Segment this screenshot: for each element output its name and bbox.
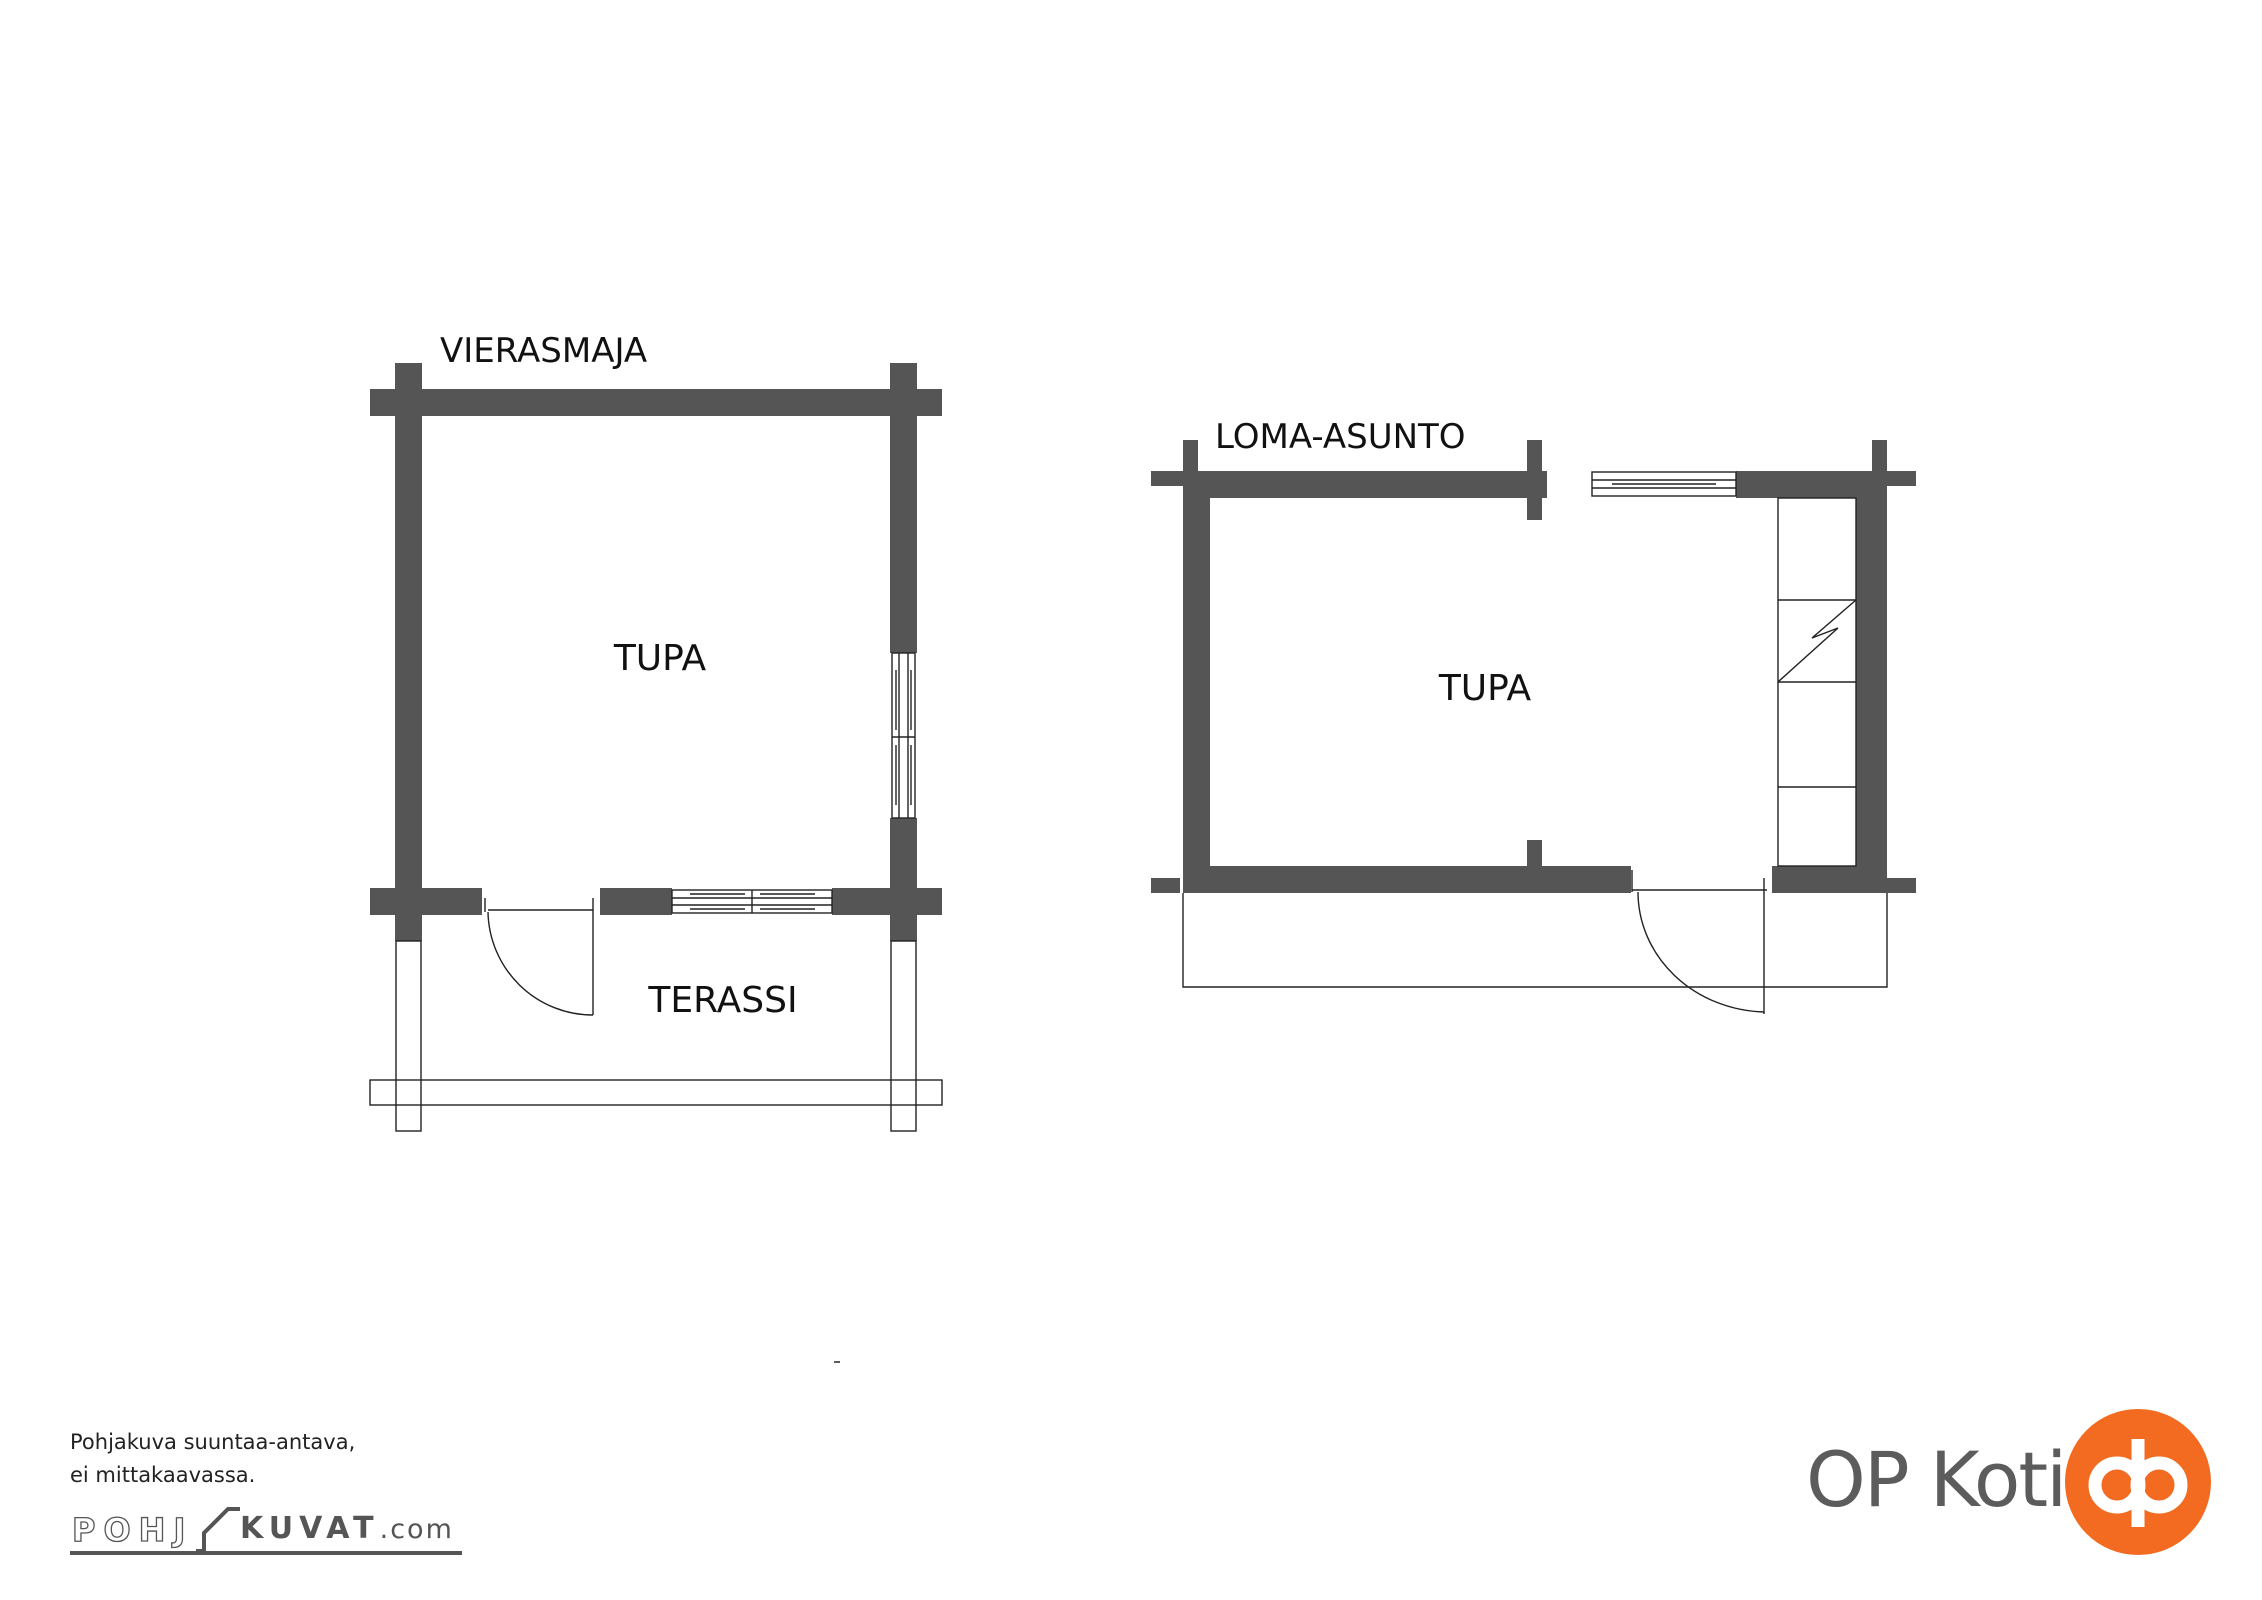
guest-cabin-room-label: TUPA — [613, 638, 707, 679]
guest-cabin-plan: VIERASMAJA TUPA TERASSI — [369, 331, 943, 1132]
disclaimer-line-2: ei mittakaavassa. — [70, 1463, 256, 1487]
pohjakuvat-left-text: POHJ — [71, 1510, 194, 1549]
pohjakuvat-logo-icon: POHJ KUVAT.com — [70, 1503, 462, 1555]
terrace-label: TERASSI — [647, 980, 797, 1021]
holiday-home-room-label: TUPA — [1438, 668, 1532, 709]
disclaimer: Pohjakuva suuntaa-antava, ei mittakaavas… — [70, 1426, 355, 1492]
disclaimer-line-1: Pohjakuva suuntaa-antava, — [70, 1430, 356, 1454]
guest-cabin-title: VIERASMAJA — [440, 331, 647, 371]
pohjakuvat-underline — [70, 1551, 462, 1555]
holiday-home-title: LOMA-ASUNTO — [1215, 417, 1466, 457]
pohjakuvat-roof-icon — [196, 1507, 240, 1553]
holiday-home-plan: LOMA-ASUNTO TUPA — [1151, 417, 1916, 1014]
guest-cabin-walls — [370, 363, 942, 941]
guest-cabin-thin-lines — [369, 652, 943, 1132]
op-logo-icon — [2065, 1409, 2211, 1555]
pohjakuvat-tld: .com — [379, 1514, 454, 1545]
op-koti-brand: OP Koti — [1806, 1435, 2067, 1524]
holiday-home-thin-lines — [1182, 471, 1888, 1014]
holiday-home-walls — [1151, 440, 1916, 893]
pohjakuvat-right-text: KUVAT — [240, 1511, 380, 1546]
